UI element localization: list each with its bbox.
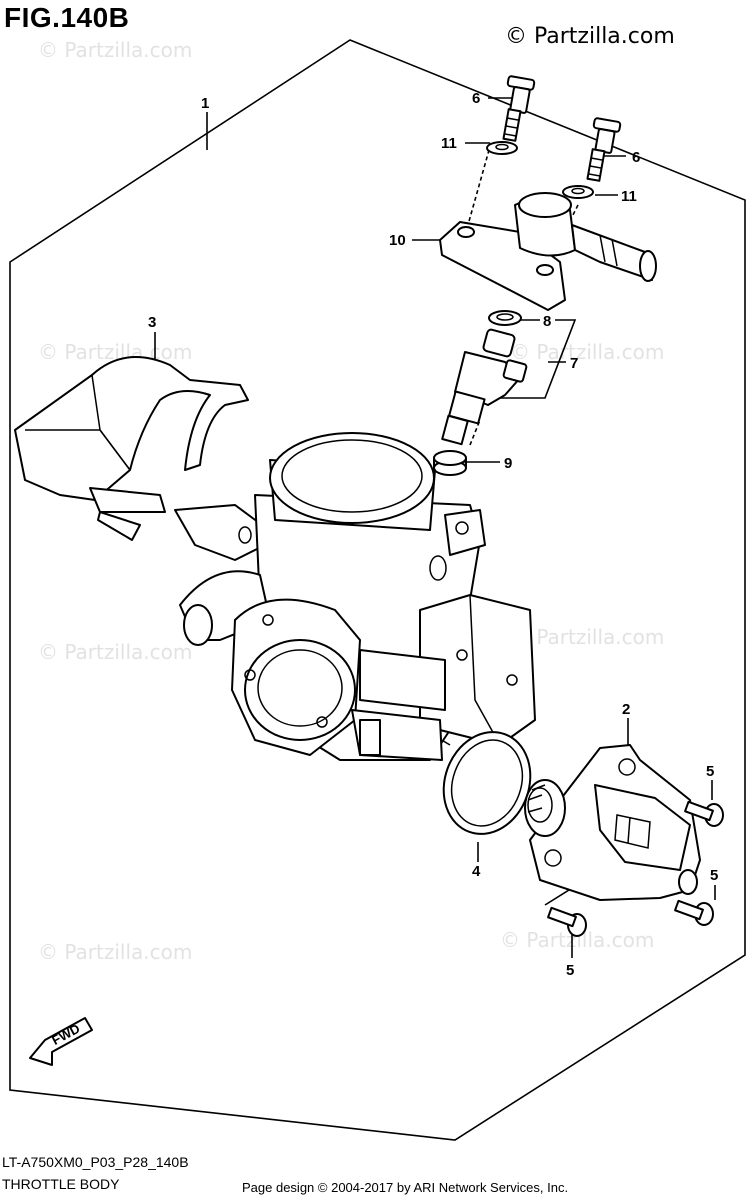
callout-6: 6 xyxy=(472,90,480,107)
part-4-o-ring xyxy=(442,731,532,835)
page-credit: Page design © 2004-2017 by ARI Network S… xyxy=(242,1180,569,1195)
callout-11: 11 xyxy=(621,188,637,205)
watermark: © Partzilla.com xyxy=(510,625,665,649)
callout-10: 10 xyxy=(389,232,406,249)
part-5-screw xyxy=(684,800,724,827)
callout-5: 5 xyxy=(710,867,718,884)
o-ring-inner xyxy=(496,313,514,321)
watermark: © Partzilla.com xyxy=(38,940,193,964)
callout-7: 7 xyxy=(570,355,578,372)
part-6-bolt-right xyxy=(586,117,622,182)
part-9-injector-cushion xyxy=(433,450,467,476)
diagram-caption: THROTTLE BODY xyxy=(2,1176,120,1192)
part-11-washer xyxy=(486,141,518,155)
callout-1: 1 xyxy=(201,95,209,112)
callout-6: 6 xyxy=(632,149,640,166)
figure-title: FIG.140B xyxy=(4,2,130,33)
callout-9: 9 xyxy=(504,455,512,472)
washer-hole xyxy=(495,143,509,151)
throttle-body xyxy=(174,432,536,761)
callout-11: 11 xyxy=(441,135,457,152)
part-2-throttle-position-sensor xyxy=(524,744,701,901)
diagram-code: LT-A750XM0_P03_P28_140B xyxy=(2,1154,189,1170)
part-5-screw xyxy=(674,899,714,926)
part-7-fuel-injector xyxy=(441,328,528,446)
part-8-o-ring xyxy=(488,310,522,326)
callout-8: 8 xyxy=(543,313,551,330)
part-3-throttle-cover xyxy=(14,356,249,541)
callout-3: 3 xyxy=(148,314,156,331)
callout-4: 4 xyxy=(472,863,481,880)
washer-hole xyxy=(571,187,585,195)
callout-5: 5 xyxy=(706,763,714,780)
watermark: © Partzilla.com xyxy=(38,38,193,62)
watermark: © Partzilla.com xyxy=(510,340,665,364)
part-10-fuel-delivery-pipe xyxy=(439,192,657,311)
part-5-screw xyxy=(547,906,587,937)
assembly-boundary xyxy=(9,39,746,1141)
part-11-washer xyxy=(562,185,594,199)
copyright-notice: © Partzilla.com xyxy=(505,24,675,49)
part-6-bolt-left xyxy=(502,75,536,142)
forward-direction-arrow: FWD xyxy=(29,1017,93,1066)
watermark: © Partzilla.com xyxy=(38,640,193,664)
callout-5: 5 xyxy=(566,962,574,979)
callout-2: 2 xyxy=(622,701,630,718)
